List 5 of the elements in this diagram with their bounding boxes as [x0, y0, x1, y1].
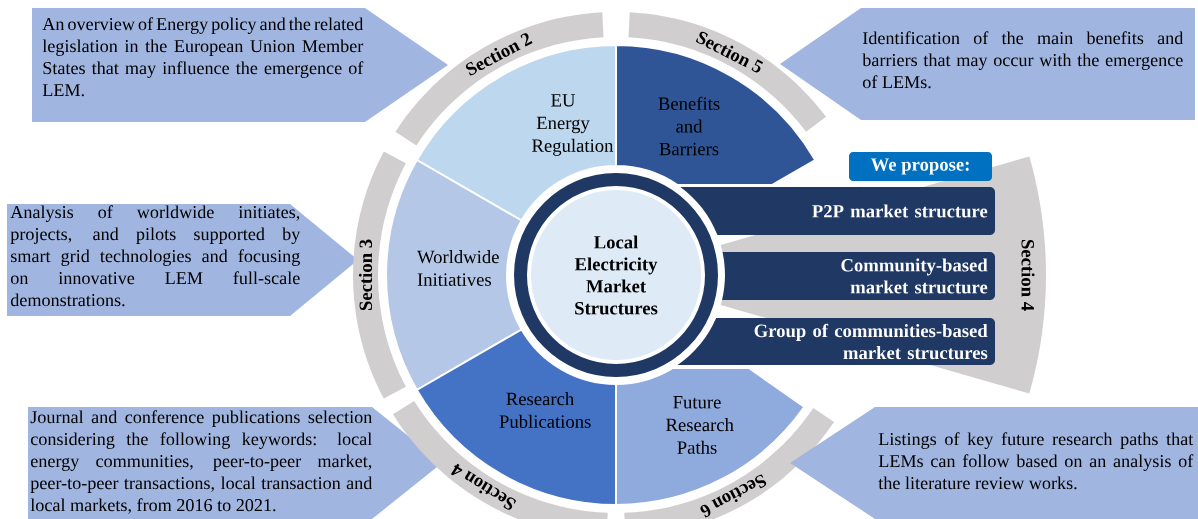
structure-bar: P2P market structure: [680, 187, 995, 235]
sector: Worldwide Initiatives: [385, 159, 523, 391]
section-band: Section 3: [353, 151, 406, 399]
structure-bar: Group of communities-based market structures: [677, 318, 995, 365]
heading-tag: We propose:: [849, 152, 992, 181]
